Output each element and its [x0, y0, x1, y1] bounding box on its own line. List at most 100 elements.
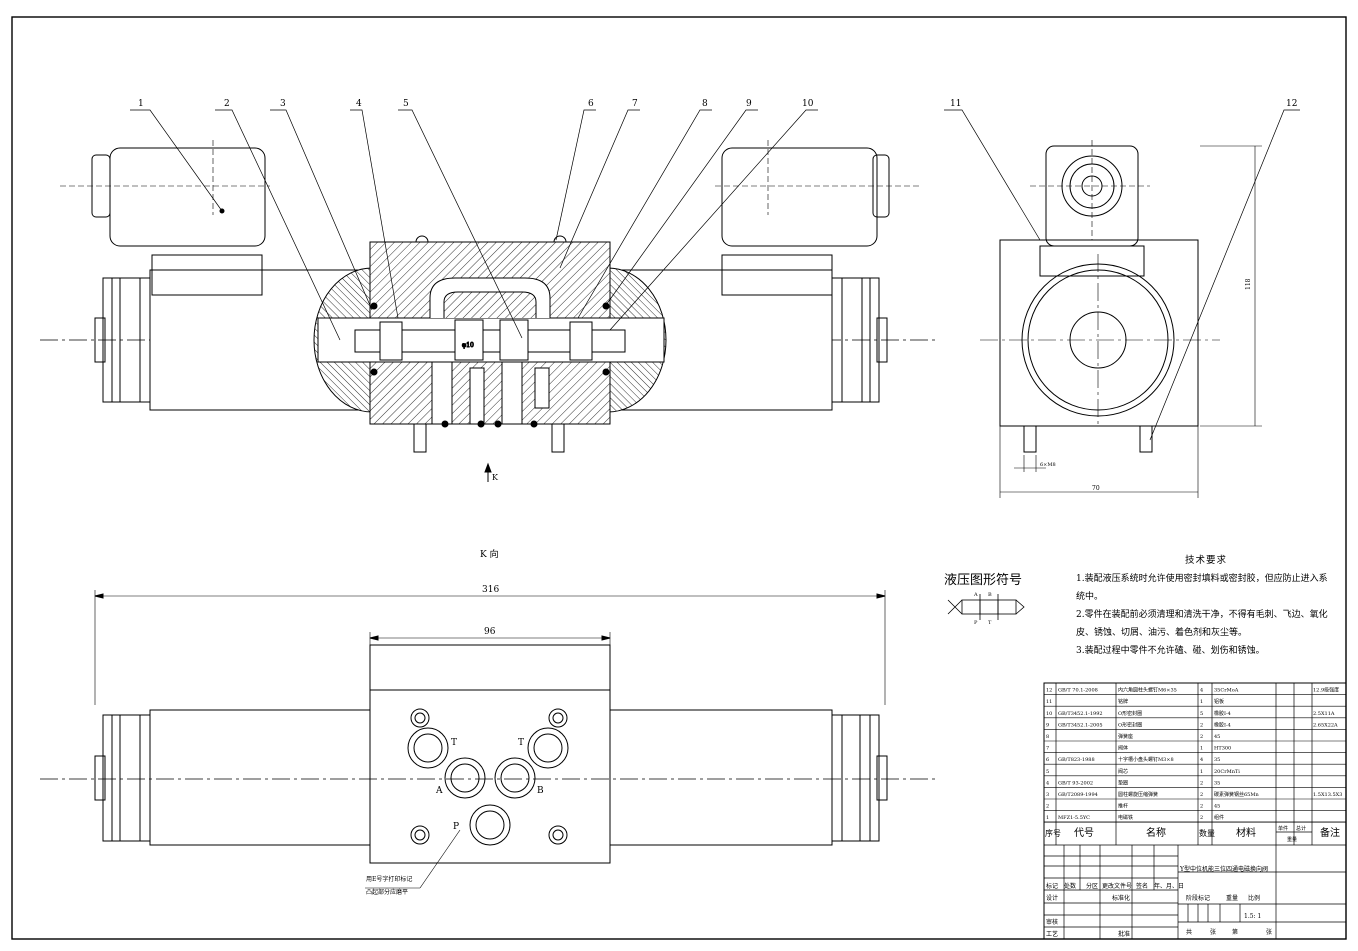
bom-cell-no: 2 [1046, 804, 1049, 810]
bom-cell-qty: 1 [1200, 769, 1203, 775]
dim-body-width: 96 [484, 627, 496, 637]
port-label-t-left: T [451, 738, 457, 748]
svg-text:年、月、日: 年、月、日 [1154, 882, 1184, 890]
bom-cell-material: 橡胶I-4 [1214, 710, 1231, 717]
bom-cell-name: 十字槽小盘头螺钉M3×8 [1118, 756, 1174, 763]
bom-cell-code: GB/T 93-2002 [1058, 780, 1093, 786]
svg-text:代号: 代号 [1074, 827, 1094, 839]
front-section-view: φ10 [40, 140, 935, 482]
bom-cell-qty: 2 [1200, 804, 1203, 810]
dim-pin-size: 6×M8 [1040, 462, 1056, 468]
svg-text:P: P [974, 620, 978, 626]
bom-cell-qty: 4 [1200, 688, 1203, 694]
bom-cell-no: 12 [1046, 688, 1052, 694]
tech-requirements-title: 技术要求 [1184, 555, 1227, 566]
bom-cell-no: 8 [1046, 734, 1049, 740]
bom-cell-no: 7 [1046, 746, 1049, 752]
bom-cell-name: O形密封圈 [1118, 710, 1142, 717]
svg-text:1.5: 1: 1.5: 1 [1244, 913, 1261, 920]
bom-cell-material: 组件 [1214, 814, 1224, 821]
bom-header: 序号 代号 名称 数量 材料 单件 总计 重量 备注 [1045, 825, 1340, 843]
bom-cell-code: GB/T2089-1994 [1058, 792, 1098, 798]
part-label-1: 1 [138, 99, 144, 109]
svg-text:标准化: 标准化 [1112, 894, 1130, 902]
svg-text:材料: 材料 [1236, 826, 1256, 839]
side-view [980, 140, 1262, 498]
bom-cell-no: 5 [1046, 769, 1049, 775]
bom-cell-no: 1 [1046, 815, 1049, 821]
bom-cell-no: 4 [1046, 780, 1049, 786]
bom-cell-material: 20CrMnTi [1214, 769, 1240, 775]
k-view [40, 590, 935, 889]
bom-cell-qty: 2 [1200, 722, 1203, 728]
bom-cell-no: 3 [1046, 792, 1049, 798]
dim-overall-length: 316 [482, 585, 499, 595]
bom-cell-code: GB/T 70.1-2008 [1058, 688, 1098, 694]
bom-cell-material: 碳素弹簧钢丝65Mn [1214, 791, 1259, 798]
bom-cell-material: 橡胶I-4 [1214, 721, 1231, 728]
svg-text:备注: 备注 [1320, 826, 1340, 839]
tech-item-3: 3.装配过程中零件不允许磕、碰、划伤和锈蚀。 [1076, 646, 1265, 656]
bom-cell-code: GB/T823-1988 [1058, 757, 1095, 763]
bom-cell-name: 圆柱螺旋压缩弹簧 [1118, 791, 1158, 798]
bom-cell-qty: 2 [1200, 792, 1203, 798]
note-line-1: 用E号字打印标记 [366, 875, 412, 883]
part-label-6: 6 [588, 99, 594, 109]
part-label-9: 9 [746, 99, 752, 109]
note-line-2: 凸起部分应磨平 [366, 888, 408, 896]
drawing-title: Y型中位机能三位四通电磁换向阀 [1179, 865, 1268, 873]
bom-cell-name: 垫圈 [1118, 779, 1128, 786]
svg-text:更改文件号: 更改文件号 [1102, 882, 1132, 890]
part-label-12: 12 [1286, 99, 1297, 109]
bom-cell-qty: 5 [1200, 711, 1203, 717]
bom-cell-remark: 2.5X11A [1313, 711, 1335, 717]
bom-cell-name: 阀芯 [1118, 768, 1128, 775]
part-label-5: 5 [403, 99, 409, 109]
svg-text:工艺: 工艺 [1046, 930, 1058, 938]
svg-text:单件: 单件 [1278, 825, 1288, 832]
svg-text:序号: 序号 [1045, 828, 1061, 838]
port-labels: T T A B P [435, 738, 544, 832]
svg-text:签名: 签名 [1136, 882, 1148, 890]
svg-text:B: B [988, 592, 992, 598]
svg-text:第: 第 [1232, 928, 1238, 936]
port-label-t-right: T [518, 738, 524, 748]
port-label-p: P [453, 822, 459, 832]
bom-cell-material: 35 [1214, 780, 1220, 786]
part-label-11: 11 [950, 99, 961, 109]
bom-cell-remark: 2.65X22A [1313, 722, 1338, 728]
svg-text:φ10: φ10 [462, 342, 474, 349]
bom-cell-material: 铝板 [1214, 698, 1224, 705]
tech-requirements: 技术要求 1.装配液压系统时允许使用密封填料或密封胶，但应防止进入系统中。 2.… [1076, 552, 1336, 660]
bom-cell-code: GB/T3452.1-1992 [1058, 711, 1103, 717]
bom-cell-no: 10 [1046, 711, 1052, 717]
svg-text:数量: 数量 [1199, 828, 1215, 838]
bom-cell-material: 35 [1214, 757, 1220, 763]
bom-cell-no: 11 [1046, 699, 1052, 705]
bom-cell-material: HT300 [1214, 746, 1231, 752]
dim-side-height: 118 [1245, 278, 1252, 290]
svg-text:A: A [973, 592, 978, 598]
leader-lines [130, 109, 1300, 441]
svg-text:批准: 批准 [1118, 930, 1130, 938]
part-label-2: 2 [224, 99, 230, 109]
svg-text:张: 张 [1266, 928, 1272, 936]
bom-cell-name: 内六角圆柱头螺钉M6×35 [1118, 687, 1177, 694]
bom-cell-name: O形密封圈 [1118, 721, 1142, 728]
symbol-title: 液压图形符号 [944, 573, 1023, 588]
bom-cell-material: 45 [1214, 804, 1220, 810]
bom-cell-name: 弹簧座 [1118, 733, 1133, 740]
bom-cell-remark: 1.5X13.5X3 [1313, 792, 1342, 798]
outer-frame [11, 16, 1347, 940]
title-block: Y型中位机能三位四通电磁换向阀 标记 处数 分区 更改文件号 签名 年、月、日 … [1046, 865, 1272, 938]
bom-cell-qty: 1 [1200, 746, 1203, 752]
symbol-port-labels: A B P T [973, 592, 992, 626]
svg-text:共: 共 [1186, 928, 1192, 936]
bom-cell-no: 9 [1046, 722, 1049, 728]
bom-cell-name: 铭牌 [1118, 698, 1128, 705]
svg-text:重量: 重量 [1287, 836, 1297, 843]
part-label-4: 4 [356, 99, 362, 109]
svg-text:T: T [988, 620, 992, 626]
bom-cell-qty: 4 [1200, 757, 1203, 763]
